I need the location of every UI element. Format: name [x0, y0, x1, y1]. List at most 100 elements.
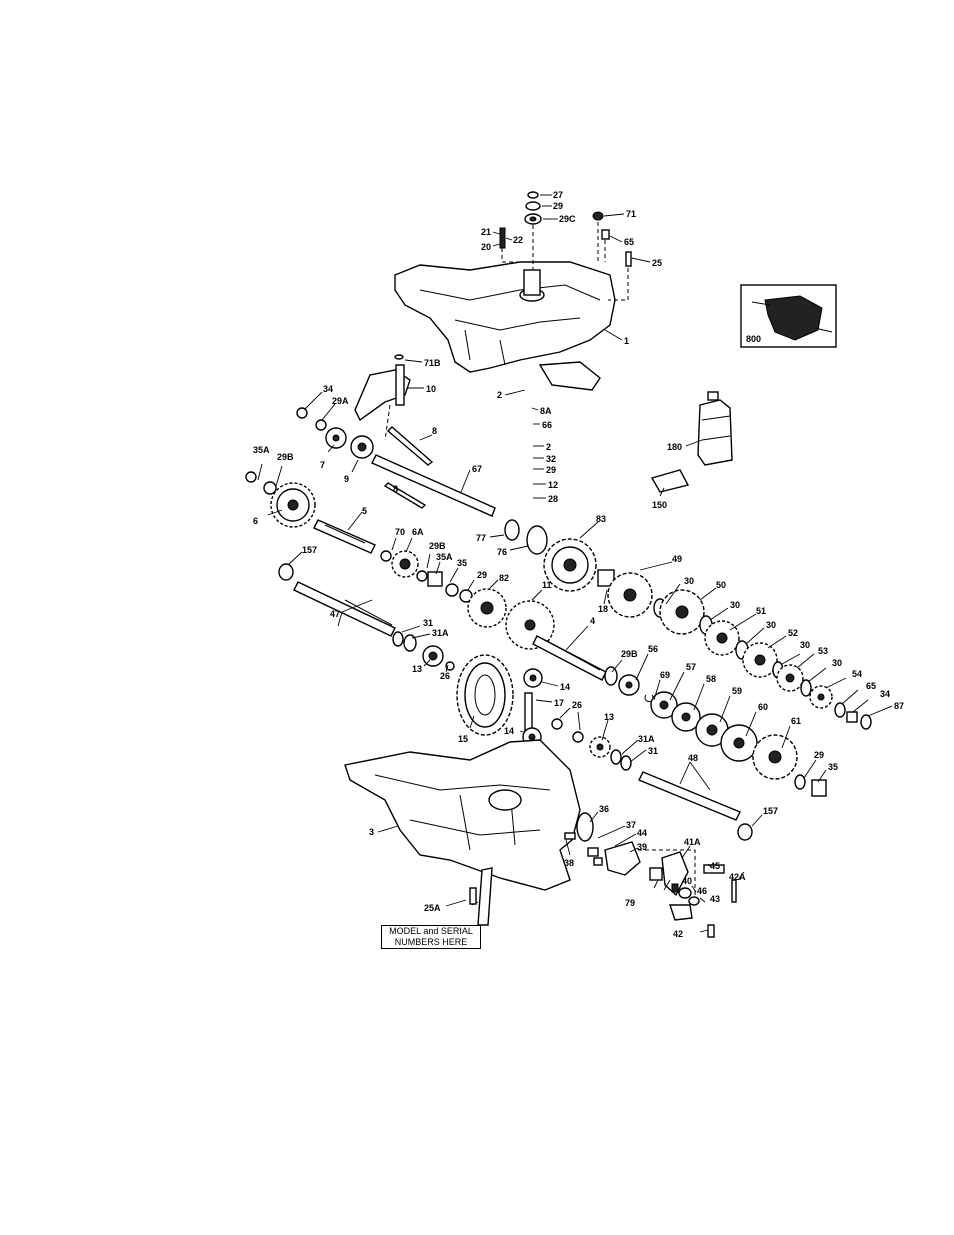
leader-lines	[257, 194, 893, 933]
label-12: 12	[548, 480, 558, 490]
label-60: 60	[758, 702, 768, 712]
label-14-a: 14	[560, 682, 570, 692]
shift-fork-10	[354, 354, 411, 441]
label-36: 36	[599, 804, 609, 814]
label-18: 18	[598, 604, 608, 614]
label-40: 40	[682, 876, 692, 886]
bolts-21-22-20	[499, 227, 520, 263]
gears-31-13	[392, 631, 455, 671]
top-washer-stack	[524, 191, 542, 270]
label-29-r: 29	[814, 750, 824, 760]
label-26-b: 26	[572, 700, 582, 710]
label-87: 87	[894, 701, 904, 711]
label-27: 27	[553, 190, 563, 200]
gears-mid	[380, 550, 507, 628]
label-29b-r: 29B	[621, 649, 638, 659]
label-82: 82	[499, 573, 509, 583]
label-2-a: 2	[497, 390, 502, 400]
label-28: 28	[548, 494, 558, 504]
label-31-b: 31	[648, 746, 658, 756]
label-22: 22	[513, 235, 523, 245]
label-30-c: 30	[766, 620, 776, 630]
label-71: 71	[626, 209, 636, 219]
label-35-mid: 35	[457, 558, 467, 568]
washers-77-76	[504, 519, 548, 555]
label-42a: 42A	[729, 872, 746, 882]
assembly-inset-800	[740, 284, 837, 348]
gear-83	[543, 538, 615, 592]
model-box-line-1: MODEL and SERIAL	[389, 926, 473, 936]
label-37: 37	[626, 820, 636, 830]
label-8a: 8A	[540, 406, 552, 416]
label-6: 6	[253, 516, 258, 526]
gear-11	[505, 600, 555, 650]
label-66: 66	[542, 420, 552, 430]
bevel-gears-14	[522, 668, 543, 747]
label-41a: 41A	[684, 837, 701, 847]
label-44: 44	[637, 828, 647, 838]
label-39: 39	[637, 842, 647, 852]
brake-assembly	[469, 812, 737, 938]
caps-71-65-25	[592, 211, 632, 301]
label-15: 15	[458, 734, 468, 744]
oil-bottle-180	[697, 391, 733, 466]
label-30-a: 30	[684, 576, 694, 586]
label-11: 11	[542, 580, 552, 590]
gears-left	[245, 407, 374, 528]
label-79: 79	[625, 898, 635, 908]
label-10: 10	[426, 384, 436, 394]
label-17: 17	[554, 698, 564, 708]
label-25: 25	[652, 258, 662, 268]
label-31-a: 31	[423, 618, 433, 628]
label-29a: 29A	[332, 396, 349, 406]
label-8-a: 8	[432, 426, 437, 436]
label-21: 21	[481, 227, 491, 237]
label-50: 50	[716, 580, 726, 590]
label-49: 49	[672, 554, 682, 564]
label-157-a: 157	[302, 545, 317, 555]
label-35a-left: 35A	[253, 445, 270, 455]
label-180: 180	[667, 442, 682, 452]
label-30-b: 30	[730, 600, 740, 610]
tube-150	[650, 469, 690, 493]
label-4: 4	[590, 616, 595, 626]
label-157-b: 157	[763, 806, 778, 816]
label-29b-left: 29B	[277, 452, 294, 462]
gears-lower-13	[551, 718, 632, 771]
label-61: 61	[791, 716, 801, 726]
label-29-top: 29	[553, 201, 563, 211]
label-29-m2: 29	[477, 570, 487, 580]
label-46: 46	[697, 886, 707, 896]
label-1: 1	[624, 336, 629, 346]
label-9: 9	[344, 474, 349, 484]
label-30-e: 30	[832, 658, 842, 668]
gear-cluster-upper	[607, 572, 872, 730]
gear-cluster-lower	[604, 666, 798, 780]
label-29c: 29C	[559, 214, 576, 224]
label-69: 69	[660, 670, 670, 680]
label-52: 52	[788, 628, 798, 638]
label-13-a: 13	[412, 664, 422, 674]
label-32: 32	[546, 454, 556, 464]
label-48: 48	[688, 753, 698, 763]
label-70: 70	[395, 527, 405, 537]
label-71b: 71B	[424, 358, 441, 368]
label-65-top: 65	[624, 237, 634, 247]
label-53: 53	[818, 646, 828, 656]
label-34-left: 34	[323, 384, 333, 394]
label-54: 54	[852, 669, 862, 679]
lower-housing	[344, 739, 581, 926]
label-77: 77	[476, 533, 486, 543]
label-6a: 6A	[412, 527, 424, 537]
label-3: 3	[369, 827, 374, 837]
label-42: 42	[673, 929, 683, 939]
label-14-b: 14	[504, 726, 514, 736]
label-83: 83	[596, 514, 606, 524]
label-57: 57	[686, 662, 696, 672]
shaft-47	[278, 563, 396, 637]
label-31a-a: 31A	[432, 628, 449, 638]
label-5: 5	[362, 506, 367, 516]
label-43: 43	[710, 894, 720, 904]
label-45: 45	[710, 861, 720, 871]
